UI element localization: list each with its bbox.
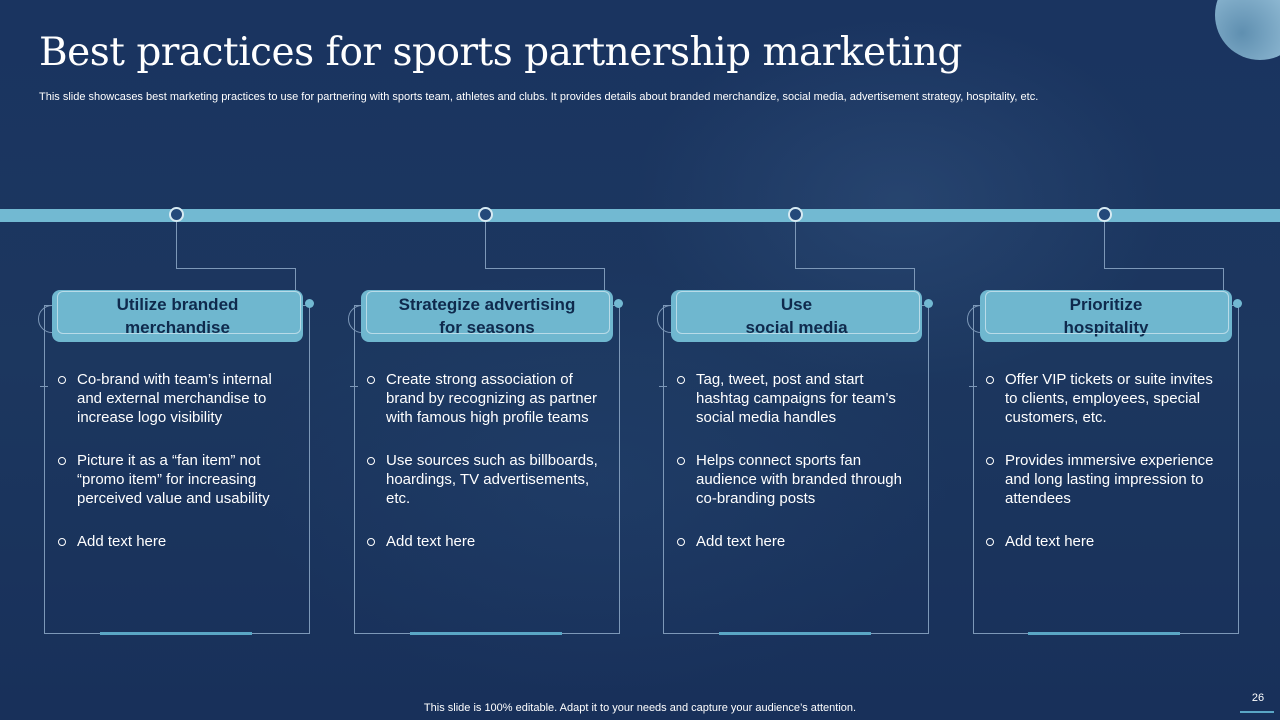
tick-mark xyxy=(40,386,48,387)
accent-dot xyxy=(614,299,623,308)
bullet-item: Helps connect sports fan audience with b… xyxy=(677,451,912,508)
timeline-node xyxy=(169,207,184,222)
bullet-item: Provides immersive experience and long l… xyxy=(986,451,1221,508)
card-heading-line: hospitality xyxy=(1063,318,1149,337)
heading-inner-frame xyxy=(676,291,920,334)
heading-inner-frame xyxy=(57,291,301,334)
card-heading-line: Prioritize xyxy=(1069,295,1143,314)
bullet-item: Offer VIP tickets or suite invites to cl… xyxy=(986,370,1221,427)
bullet-item: Add text here xyxy=(58,532,293,551)
tick-mark xyxy=(350,386,358,387)
bullet-item: Add text here xyxy=(367,532,602,551)
card-connector xyxy=(295,268,296,290)
card-connector xyxy=(485,222,605,269)
tick-mark xyxy=(969,386,977,387)
card-heading-line: for seasons xyxy=(439,318,535,337)
card-heading-line: social media xyxy=(745,318,848,337)
slide-subtitle: This slide showcases best marketing prac… xyxy=(39,91,1039,103)
timeline-node xyxy=(788,207,803,222)
card-heading-line: Strategize advertising xyxy=(398,295,576,314)
timeline-node xyxy=(1097,207,1112,222)
accent-dot xyxy=(305,299,314,308)
card-bottom-bar xyxy=(1028,632,1180,635)
slide-footer: This slide is 100% editable. Adapt it to… xyxy=(423,702,857,714)
bullet-item: Add text here xyxy=(986,532,1221,551)
card-bottom-bar xyxy=(410,632,562,635)
card-bottom-bar xyxy=(100,632,252,635)
card-connector xyxy=(914,268,915,290)
card-connector xyxy=(1104,222,1224,269)
bullet-list: Co-brand with team’s internal and extern… xyxy=(58,370,293,575)
page-number-underline xyxy=(1240,711,1274,713)
card-connector xyxy=(795,222,915,269)
card-bottom-bar xyxy=(719,632,871,635)
accent-dot xyxy=(1233,299,1242,308)
heading-inner-frame xyxy=(366,291,610,334)
timeline-bar xyxy=(0,209,1280,222)
card-heading-line: Use xyxy=(780,295,813,314)
heading-inner-frame xyxy=(985,291,1229,334)
slide-title: Best practices for sports partnership ma… xyxy=(39,30,962,75)
bullet-list: Create strong association of brand by re… xyxy=(367,370,602,575)
bullet-item: Co-brand with team’s internal and extern… xyxy=(58,370,293,427)
card-connector xyxy=(604,268,605,290)
bullet-item: Add text here xyxy=(677,532,912,551)
timeline-node xyxy=(478,207,493,222)
card-heading-line: merchandise xyxy=(125,318,230,337)
bullet-item: Create strong association of brand by re… xyxy=(367,370,602,427)
card-connector xyxy=(176,222,296,269)
accent-dot xyxy=(924,299,933,308)
bullet-list: Offer VIP tickets or suite invites to cl… xyxy=(986,370,1221,575)
bullet-item: Picture it as a “fan item” not “promo it… xyxy=(58,451,293,508)
card-connector xyxy=(1223,268,1224,290)
bullet-list: Tag, tweet, post and start hashtag campa… xyxy=(677,370,912,575)
bullet-item: Tag, tweet, post and start hashtag campa… xyxy=(677,370,912,427)
bullet-item: Use sources such as billboards, hoarding… xyxy=(367,451,602,508)
page-number: 26 xyxy=(1251,692,1265,704)
tick-mark xyxy=(659,386,667,387)
card-heading-line: Utilize branded xyxy=(116,295,239,314)
